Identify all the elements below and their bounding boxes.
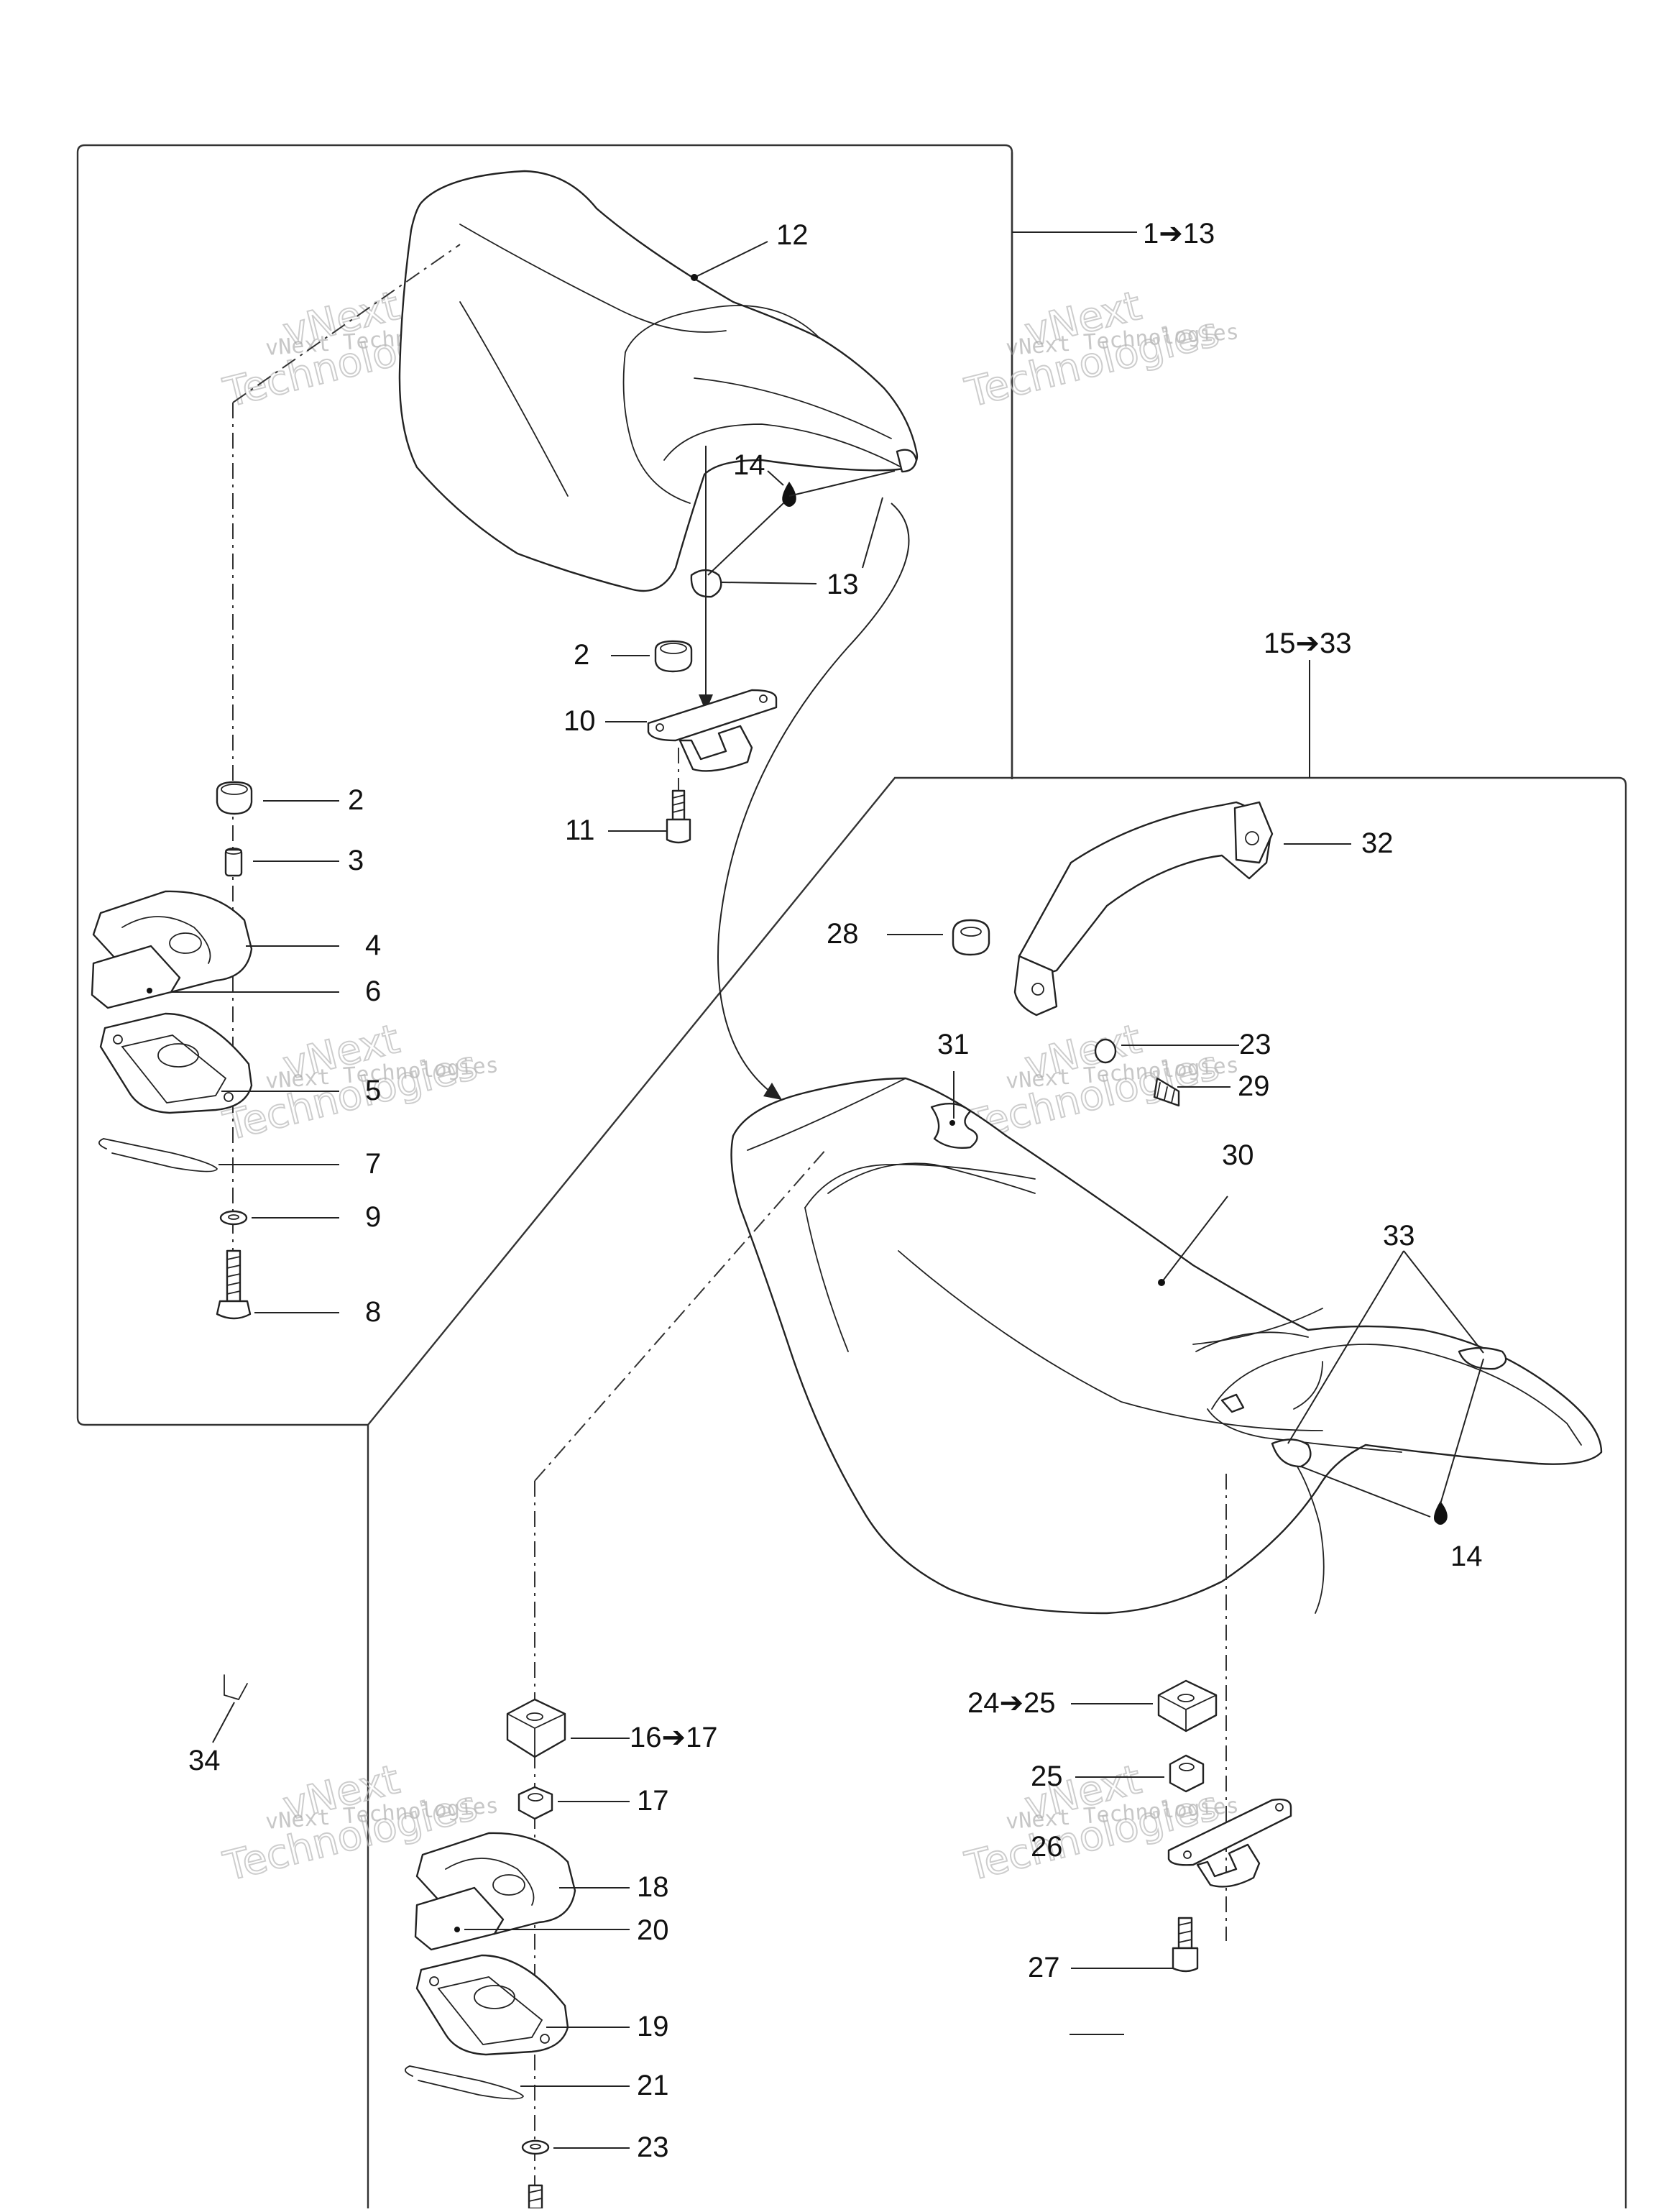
callout-leaders [171, 241, 1351, 2149]
callout-2-left: 2 [348, 784, 364, 816]
watermark-2: vNext vNext Technologies Technologies [960, 282, 1240, 418]
callout-11: 11 [565, 814, 595, 846]
seat-top-12 [398, 170, 919, 598]
grommet-2-top [654, 640, 693, 673]
label-clip-34 [224, 1674, 248, 1701]
leader-14-lower [1440, 1358, 1484, 1505]
callout-23-right: 23 [1239, 1029, 1271, 1060]
seat-lower-30 [730, 1077, 1603, 1615]
callout-27: 27 [1028, 1952, 1060, 1983]
leader-33a [1403, 1250, 1484, 1354]
curved-install-arrow-head [763, 1083, 782, 1100]
adhesive-drop-14-top [707, 470, 896, 576]
hex-nut-17 [518, 1786, 553, 1820]
screw-11 [666, 748, 691, 844]
callout-6: 6 [365, 976, 381, 1007]
latch-base-19 [415, 1954, 569, 2056]
callout-32: 32 [1361, 827, 1394, 859]
callout-14-top: 14 [733, 449, 765, 481]
latch-plate-18 [414, 1832, 576, 1951]
spring-clip-7 [98, 1138, 218, 1172]
lower-assembly-axis-diag [534, 1148, 827, 1482]
callout-1-13: 1➔13 [1143, 218, 1215, 249]
bracket-10 [647, 689, 778, 772]
square-nut-24 [1157, 1679, 1218, 1733]
callout-33: 33 [1383, 1220, 1415, 1252]
screw-27 [1172, 1917, 1199, 1973]
washer-9 [219, 1210, 248, 1226]
square-nut-16 [506, 1698, 566, 1758]
callout-31: 31 [937, 1029, 970, 1060]
callout-labels: 1➔13 15➔33 12 14 13 2 10 11 2 3 4 6 5 7 … [188, 218, 1483, 2163]
callout-7: 7 [365, 1148, 381, 1180]
callout-34: 34 [188, 1745, 221, 1776]
group-frame-1-13-lower [76, 152, 368, 1426]
latch-plate-4 [91, 890, 253, 1009]
callout-21: 21 [637, 2070, 669, 2101]
callout-5: 5 [365, 1075, 381, 1106]
grab-handle-32 [1013, 801, 1274, 1016]
callout-20: 20 [637, 1914, 669, 1946]
leader-33b [1287, 1250, 1404, 1444]
bracket-26 [1167, 1798, 1292, 1888]
install-arrow-1-head [699, 694, 713, 712]
hex-nut-25 [1169, 1754, 1205, 1793]
callout-28: 28 [827, 918, 859, 950]
callout-26: 26 [1031, 1831, 1063, 1863]
callout-4: 4 [365, 930, 381, 961]
latch-base-5 [99, 1012, 253, 1114]
spacer-3 [224, 848, 243, 877]
watermark-3: vNext vNext Technologies Technologies [218, 1015, 500, 1151]
group-frame-15-33 [367, 776, 1627, 2208]
callout-12: 12 [776, 219, 809, 251]
callout-3: 3 [348, 845, 364, 876]
callout-17: 17 [637, 1785, 669, 1817]
callout-8: 8 [365, 1296, 381, 1328]
adhesive-drop-14-lower [1434, 1501, 1448, 1525]
callout-15-33: 15➔33 [1264, 628, 1352, 659]
callout-14-lower: 14 [1450, 1541, 1483, 1572]
washer-23-right [1094, 1038, 1117, 1064]
callout-9: 9 [365, 1201, 381, 1233]
callout-29: 29 [1238, 1070, 1270, 1102]
curved-install-arrow [717, 502, 910, 1097]
callout-24-25: 24➔25 [967, 1687, 1056, 1719]
leader-14-lower-b [1300, 1466, 1431, 1518]
callout-13: 13 [827, 569, 859, 600]
grommet-2-left [216, 781, 253, 815]
washer-23-lower [521, 2139, 550, 2155]
grommet-28 [952, 919, 990, 956]
callout-23-lower: 23 [637, 2131, 669, 2163]
bolt-lower [528, 2184, 543, 2210]
callout-18: 18 [637, 1871, 669, 1903]
spring-clip-21 [405, 2065, 525, 2100]
callout-30: 30 [1222, 1139, 1254, 1171]
screw-29 [1153, 1077, 1180, 1107]
callout-16-17: 16➔17 [630, 1722, 718, 1753]
callout-10: 10 [564, 705, 596, 737]
callout-19: 19 [637, 2011, 669, 2042]
callout-25: 25 [1031, 1761, 1063, 1792]
bolt-8 [216, 1249, 252, 1320]
callout-2-top: 2 [574, 639, 589, 671]
watermark-4: vNext vNext Technologies Technologies [960, 1015, 1240, 1151]
